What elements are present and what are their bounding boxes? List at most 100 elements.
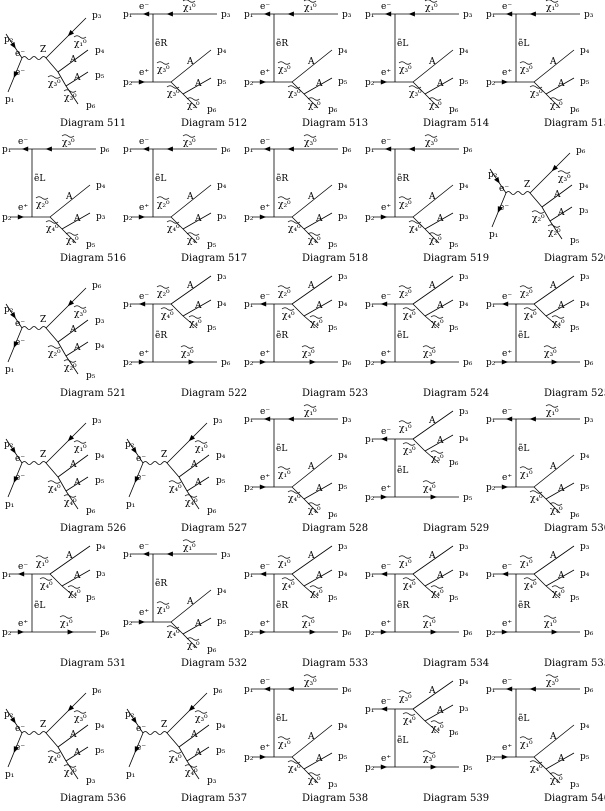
diagram-caption: Diagram 525 [544,388,605,399]
neutralino-label: χ₄⁰ [282,311,295,321]
photon-line [182,77,212,95]
neutralino-line [533,573,547,587]
arrow-head [142,146,150,152]
neutralino-label: χ₄⁰ [66,236,79,246]
tilde-mark [186,97,200,101]
neutralino-label: χ₁⁰ [304,3,317,13]
tilde-mark [545,674,559,678]
tilde-mark [166,625,180,629]
neutralino-label: χ₄⁰ [403,581,416,591]
momentum-label: p₂ [125,710,135,720]
momentum-label: p₃ [213,416,223,426]
photon-label: A [436,214,444,224]
tilde-mark [398,61,412,65]
tilde-mark [35,555,49,559]
arrow-head [259,484,267,490]
photon-label: A [69,55,77,65]
momentum-label: p₅ [95,746,105,756]
momentum-label: p₃ [580,542,590,552]
arrow-head [497,206,503,213]
neutralino-label: χ₄⁰ [169,484,182,494]
photon-label: A [315,571,323,581]
momentum-label: p₃ [92,11,102,21]
tilde-mark [47,345,61,349]
arrow-head [380,214,388,220]
selectron-label: ẽL [34,600,45,611]
neutralino-label: χ₁⁰ [278,470,291,480]
momentum-label: p₄ [459,434,469,444]
momentum-label: p₆ [100,628,110,638]
momentum-label: p₅ [207,240,217,250]
momentum-label: p₅ [459,77,469,87]
arrow-head [131,446,137,454]
tilde-mark [156,61,170,65]
momentum-label: p₅ [449,323,459,333]
diagram-caption: Diagram 534 [423,658,489,669]
tilde-mark [73,35,87,39]
arrow-head [188,359,195,365]
momentum-label: p₂ [4,440,14,450]
neutralino-line [45,287,87,329]
momentum-label: p₅ [570,323,580,333]
photon-line [186,476,210,492]
neutralino-label: χ₄⁰ [530,764,543,774]
neutralino-label: χ₂⁰ [548,228,561,238]
arrow-head [142,551,150,557]
electron-label: e⁻ [260,677,270,687]
momentum-label: p₆ [342,145,352,155]
photon-label: A [307,462,315,472]
neutralino-label: χ₂⁰ [36,200,49,210]
neutralino-line [545,93,561,109]
neutralino-label: χ₃⁰ [181,349,194,359]
arrow-head [505,686,513,692]
arrow-head [384,11,392,17]
tilde-mark [398,555,412,559]
tilde-mark [549,97,563,101]
photon-label: A [557,571,565,581]
momentum-label: p₆ [584,628,594,638]
neutralino-line [549,220,563,240]
momentum-label: p₁ [244,415,253,425]
arrow-head [10,716,16,724]
electron-label: e⁻ [18,137,28,147]
arrow-head [380,494,388,500]
momentum-label: p₄ [338,569,348,579]
electron-label: e⁻ [15,319,25,329]
momentum-label: p₂ [365,78,375,88]
neutralino-label: χ₄⁰ [48,484,61,494]
positron-label: e⁺ [260,68,270,78]
momentum-label: p₂ [486,628,496,638]
momentum-label: p₆ [584,358,594,368]
photon-label: A [307,281,315,291]
positron-label: e⁺ [502,473,512,483]
diagram-caption: Diagram 523 [302,388,368,399]
photon-line [533,275,575,305]
momentum-label: p₁ [123,300,132,310]
electron-label: e⁻ [136,473,146,483]
tilde-mark [523,307,537,311]
momentum-label: p₂ [2,628,12,638]
arrow-head [259,359,267,365]
tilde-mark [303,0,317,3]
momentum-label: p₆ [328,105,338,115]
photon-label: A [315,484,323,494]
arrow-head [501,629,509,635]
momentum-label: p₂ [486,358,496,368]
momentum-label: p₆ [100,145,110,155]
tilde-mark [277,736,291,740]
arrow-head [166,11,173,17]
momentum-label: p₂ [123,358,133,368]
arrow-head [21,146,29,152]
diagram-caption: Diagram 532 [181,658,247,669]
neutralino-label: χ₄⁰ [429,236,442,246]
momentum-label: p₂ [4,35,14,45]
neutralino-label: χ₄⁰ [282,581,295,591]
tilde-mark [529,490,543,494]
arrow-head [380,706,388,712]
neutralino-label: χ₁⁰ [399,559,412,569]
